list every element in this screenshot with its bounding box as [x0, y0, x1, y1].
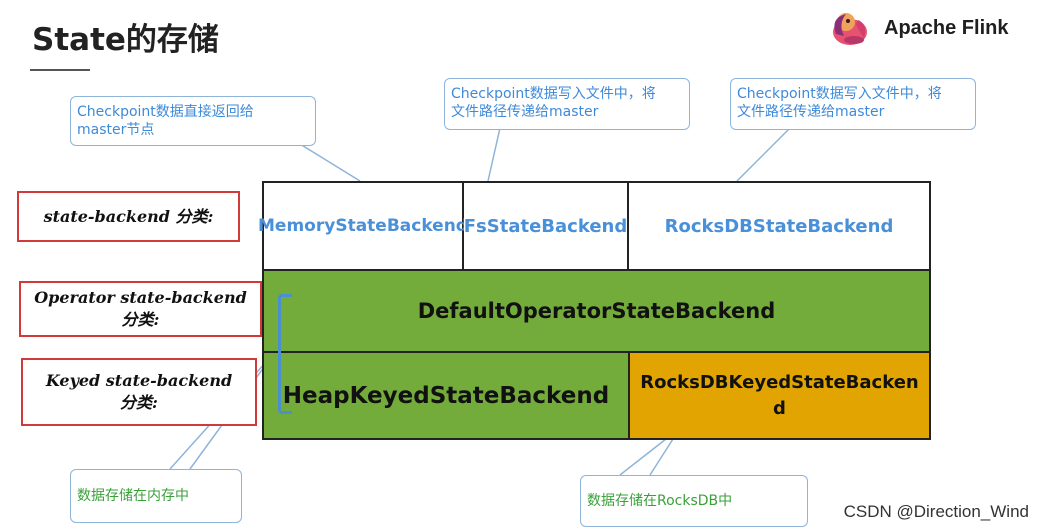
memory-callout-pointer [250, 143, 361, 182]
backend-grid: MemoryStateBackend FsStateBackend RocksD… [258, 181, 931, 440]
title-underline [30, 69, 90, 71]
operator-category-line2: 分类: [121, 310, 160, 329]
rocks-callout-pointer [736, 127, 820, 182]
flink-squirrel-logo-icon [833, 13, 867, 45]
state-backend-category-text: state-backend 分类: [43, 206, 214, 226]
rocks-checkpoint-callout: Checkpoint数据写入文件中，将 文件路径传递给master [730, 78, 976, 130]
brand-name: Apache Flink [884, 17, 1009, 39]
memory-state-backend-cell: MemoryStateBackend [258, 183, 468, 269]
fs-state-backend-cell: FsStateBackend [464, 183, 629, 269]
keyed-category-line1: Keyed state-backend [45, 371, 233, 390]
csdn-watermark: CSDN @Direction_Wind [843, 502, 1029, 521]
operator-category-line1: Operator state-backend [34, 288, 247, 307]
default-operator-state-backend-text: DefaultOperatorStateBackend [417, 299, 776, 323]
heap-storage-callout: 数据存储在内存中 [70, 469, 242, 523]
fs-state-backend-text: FsStateBackend [463, 215, 628, 237]
heap-keyed-state-backend-cell: HeapKeyedStateBackend [264, 351, 628, 438]
default-operator-state-backend-cell: DefaultOperatorStateBackend [264, 269, 929, 351]
operator-backend-category-label: Operator state-backend 分类: [19, 281, 262, 337]
blue-grouping-bracket [278, 294, 292, 414]
heap-keyed-state-backend-text: HeapKeyedStateBackend [282, 382, 610, 409]
keyed-backend-category-label: Keyed state-backend 分类: [21, 358, 257, 426]
slide-title: State的存储 [32, 22, 219, 58]
rocksdb-state-backend-text: RocksDBStateBackend [664, 215, 894, 237]
rocksdb-state-backend-cell: RocksDBStateBackend [629, 183, 929, 269]
rocksdb-keyed-line1: RocksDBKeyedStateBacken [640, 371, 919, 393]
fs-callout-pointer [487, 127, 528, 182]
state-backend-category-label: state-backend 分类: [17, 191, 240, 242]
rocksdb-keyed-line2: d [773, 397, 786, 419]
memory-checkpoint-callout: Checkpoint数据直接返回给 master节点 [70, 96, 316, 146]
fs-checkpoint-callout: Checkpoint数据写入文件中，将 文件路径传递给master [444, 78, 690, 130]
rocks-storage-callout: 数据存储在RocksDB中 [580, 475, 808, 527]
memory-state-backend-text: MemoryStateBackend [258, 216, 468, 236]
keyed-category-line2: 分类: [120, 393, 158, 412]
rocksdb-keyed-state-backend-cell: RocksDBKeyedStateBacken d [628, 351, 929, 438]
